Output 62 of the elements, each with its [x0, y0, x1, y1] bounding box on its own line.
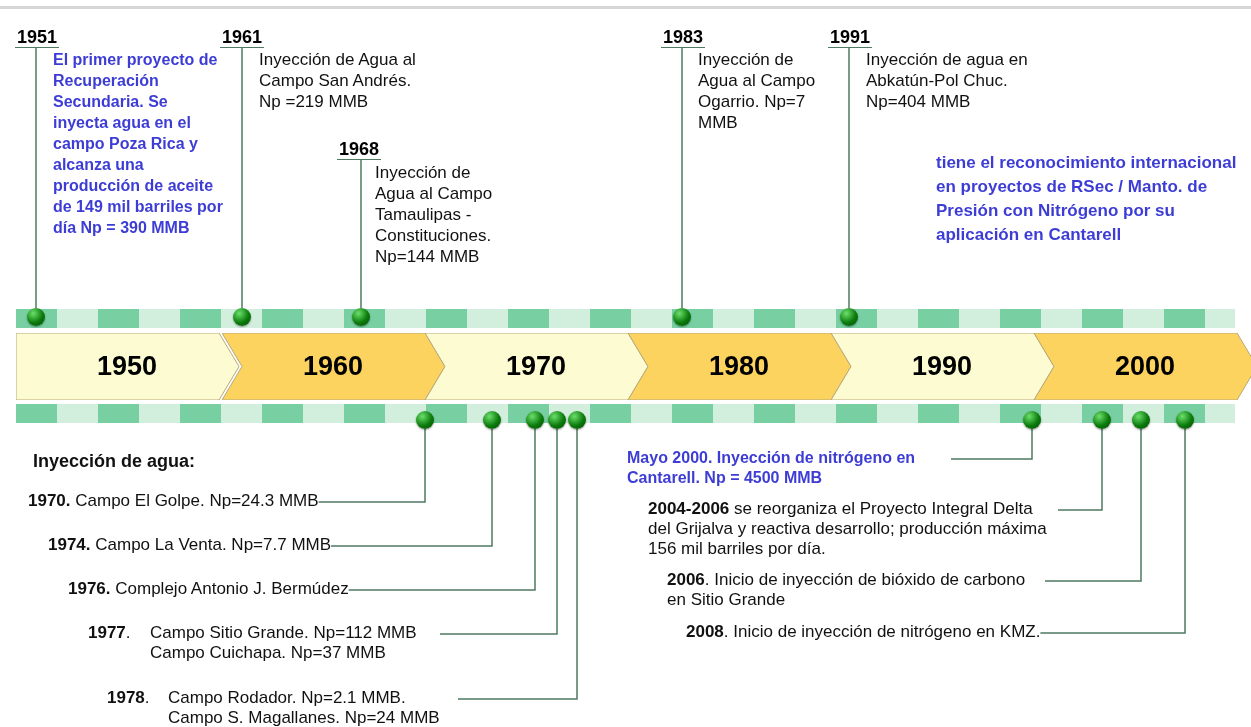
- event-description: 2006. Inicio de inyección de bióxido de carbono en Sitio Grande: [667, 570, 1027, 610]
- timeline-pin: [568, 411, 586, 429]
- timeline-pin: [352, 308, 370, 326]
- timeline-pin: [840, 308, 858, 326]
- leader-line: [1057, 428, 1103, 511]
- leader-line: [241, 47, 243, 309]
- leader-line: [317, 428, 426, 503]
- event-description: Inyección de Agua al Campo Ogarrio. Np=7 MMB: [698, 49, 817, 133]
- timeline-pin: [1132, 411, 1150, 429]
- year-label: 1991: [830, 28, 871, 47]
- section-heading: Inyección de agua:: [33, 450, 197, 472]
- timeline-band: [16, 309, 1235, 328]
- year-label: 1983: [663, 28, 704, 47]
- leader-line: [439, 428, 558, 635]
- year-label: 1978.: [107, 688, 151, 708]
- timeline-pin: [233, 308, 251, 326]
- decade-label: 1980: [708, 350, 770, 384]
- note-text: tiene el reconocimiento internacional en proyectos de RSec / Manto. de Presión con Nitrógeno por su aplicación en Cantarell: [936, 152, 1238, 246]
- event-description: 1974. Campo La Venta. Np=7.7 MMB: [48, 535, 332, 555]
- timeline-pin: [27, 308, 45, 326]
- decade-label: 1990: [911, 350, 973, 384]
- decade-band: [1034, 333, 1251, 400]
- event-description: Mayo 2000. Inyección de nitrógeno en Cantarell. Np = 4500 MMB: [627, 448, 917, 488]
- timeline-pin: [1093, 411, 1111, 429]
- event-description: El primer proyecto de Recuperación Secundaria. Se inyecta agua en el campo Poza Rica y alcanza una producción de aceite de 149 mil barriles por día Np = 390 MMB: [53, 50, 224, 238]
- timeline-pin: [416, 411, 434, 429]
- leader-line: [35, 47, 37, 309]
- timeline-band: [16, 404, 1235, 423]
- event-description: 2008. Inicio de inyección de nitrógeno en KMZ.: [686, 622, 1041, 642]
- decade-label: 1970: [505, 350, 567, 384]
- leader-line: [360, 159, 362, 309]
- event-description: Inyección de Agua al Campo San Andrés. Np =219 MMB: [259, 49, 417, 112]
- leader-line: [848, 47, 850, 309]
- event-description: Inyección de Agua al Campo Tamaulipas - Constituciones. Np=144 MMB: [375, 162, 494, 267]
- leader-line: [330, 428, 493, 547]
- timeline-pin: [1176, 411, 1194, 429]
- event-description: Campo Rodador. Np=2.1 MMB. Campo S. Magallanes. Np=24 MMB: [168, 688, 441, 727]
- year-label: 1977.: [88, 623, 132, 643]
- event-description: 2004-2006 se reorganiza el Proyecto Integral Delta del Grijalva y reactiva desarrollo; producción máxima 156 mil barriles por día.: [648, 499, 1048, 559]
- year-label: 1961: [222, 28, 263, 47]
- leader-line: [1039, 428, 1186, 634]
- decade-band: [222, 333, 446, 400]
- year-label: 1968: [339, 140, 380, 159]
- decade-label: 1950: [96, 350, 158, 384]
- leader-line: [1044, 428, 1142, 582]
- event-description: 1970. Campo El Golpe. Np=24.3 MMB: [28, 491, 319, 511]
- event-description: Campo Sitio Grande. Np=112 MMB Campo Cuichapa. Np=37 MMB: [150, 623, 418, 663]
- event-description: 1976. Complejo Antonio J. Bermúdez: [68, 579, 349, 599]
- timeline-pin: [1023, 411, 1041, 429]
- year-label: 1951: [17, 28, 58, 47]
- timeline-pin: [673, 308, 691, 326]
- decade-label: 2000: [1114, 350, 1176, 384]
- timeline-pin: [526, 411, 544, 429]
- event-description: Inyección de agua en Abkatún-Pol Chuc. Np=404 MMB: [866, 49, 1029, 112]
- leader-line: [347, 428, 536, 591]
- timeline-pin: [548, 411, 566, 429]
- decade-label: 1960: [302, 350, 364, 384]
- timeline-pin: [483, 411, 501, 429]
- leader-line: [457, 428, 578, 700]
- leader-line: [950, 428, 1033, 460]
- decade-band: [16, 333, 240, 400]
- leader-line: [681, 47, 683, 309]
